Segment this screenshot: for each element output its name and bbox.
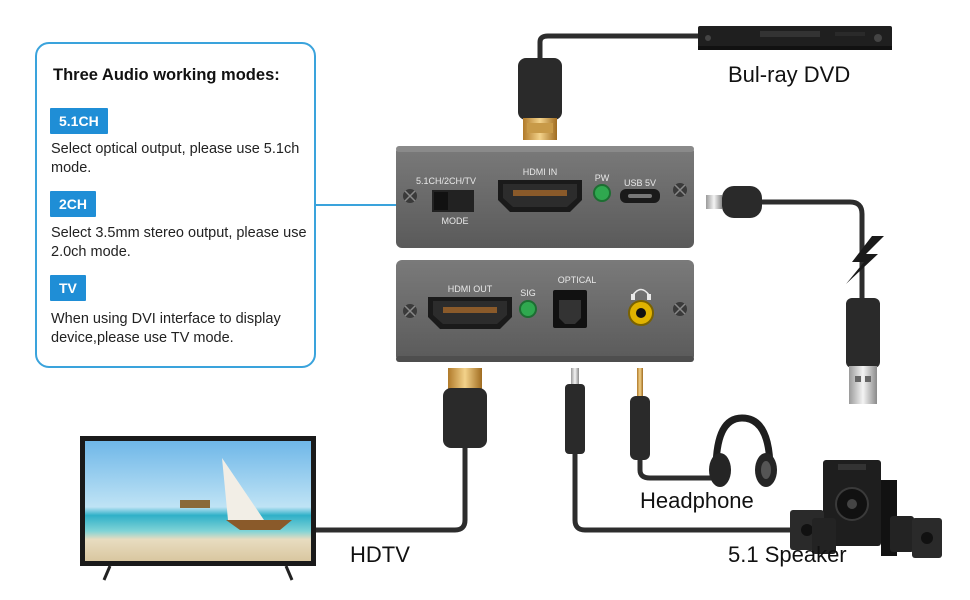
micro-usb-plug [706,186,762,218]
speaker-cable [572,447,793,533]
dvd-label: Bul-ray DVD [728,62,851,87]
usb-cable [757,199,865,303]
mode-label: MODE [442,216,469,226]
audio-jack-plug [630,368,650,460]
headphone-cable [637,457,718,481]
mode-desc-5-1ch: Select optical output, please use 5.1ch … [51,141,300,176]
mode-desc-tv: When using DVI interface to display devi… [51,311,281,346]
dvd-player [698,26,892,50]
mode-badge-tv: TV [50,275,86,301]
top-panel [396,146,694,248]
power-bolt-icon [846,236,884,284]
mode-badge-5-1ch: 5.1CH [50,108,108,134]
hdmi-plug-in [518,58,562,140]
hdmi-out-label: HDMI OUT [448,284,493,294]
usb-label: USB 5V [624,178,656,188]
cables [312,33,865,533]
dvd-cable [537,33,703,73]
mode-desc-2ch: Select 3.5mm stereo output, please use 2… [51,225,307,260]
headphone-label: Headphone [640,488,754,513]
switch-label: 5.1CH/2CH/TV [416,176,476,186]
bottom-panel [396,260,694,362]
speaker-label: 5.1 Speaker [728,542,847,567]
info-title: Three Audio working modes: [53,66,280,84]
mode-badge-2ch: 2CH [50,191,97,217]
hdmi-in-label: HDMI IN [523,167,558,177]
pw-label: PW [595,173,610,183]
usb-a-plug [846,298,880,404]
optical-label: OPTICAL [558,275,597,285]
info-box: Three Audio working modes: 5.1CH Select … [35,42,316,368]
speaker-icon [790,460,942,558]
hdtv-label: HDTV [350,542,410,567]
headphone-icon [709,414,777,487]
tv [80,436,316,581]
hdmi-plug-out [443,368,487,448]
hdtv-cable [312,437,468,533]
sig-label: SIG [520,288,536,298]
optical-plug [565,368,585,454]
